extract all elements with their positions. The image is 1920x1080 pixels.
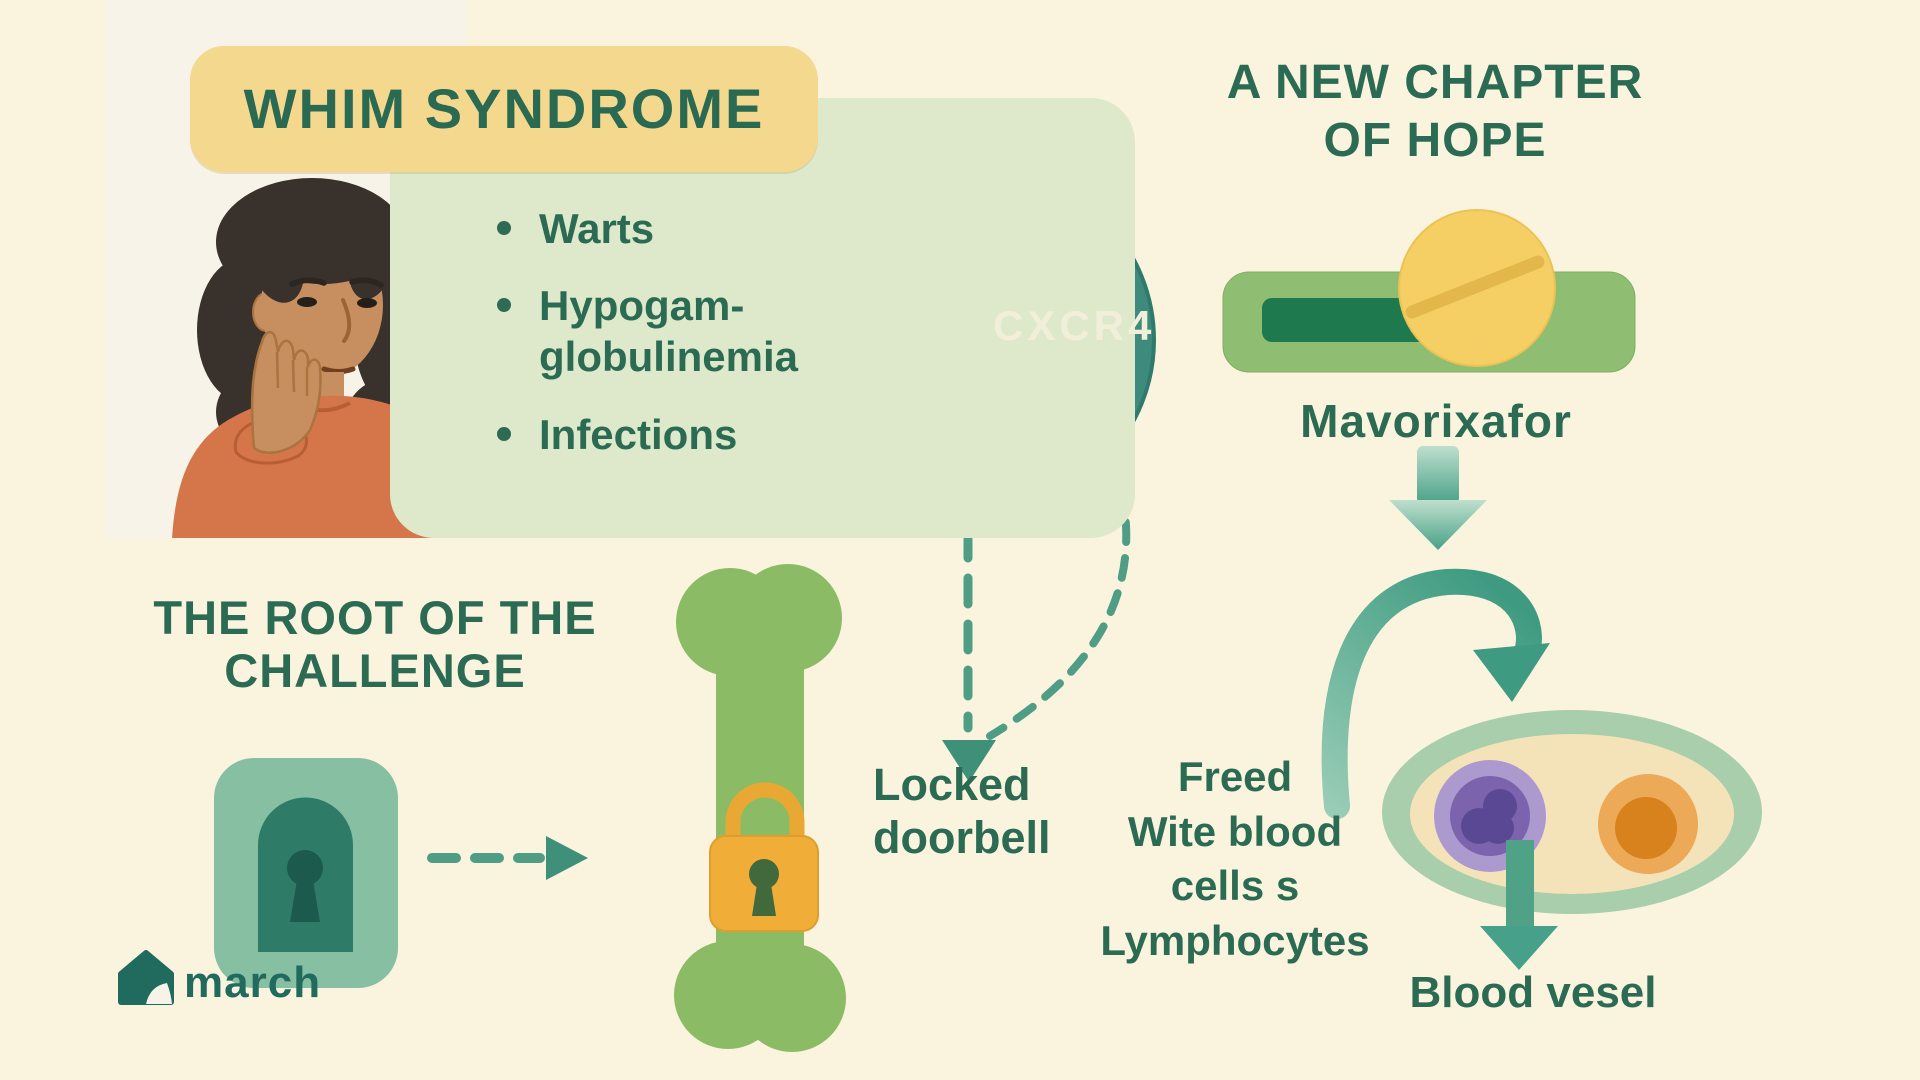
hair-front: [244, 188, 400, 303]
page-title: WHIM SYNDROME: [243, 77, 765, 140]
keyhole-door-icon: [214, 758, 398, 988]
dashed-arrow-keyhole-to-bone-icon: [427, 836, 588, 880]
padlock-icon: [709, 782, 819, 932]
symptom-infections: Infections: [539, 410, 738, 458]
bullet-dot: [497, 426, 511, 441]
down-arrow-icon: [1389, 446, 1487, 550]
pill-icon: [1222, 209, 1636, 373]
down-arrowhead: [942, 740, 996, 782]
symptom-hypogammaglobulinemia: Hypogam- globulinemia: [539, 282, 799, 381]
curved-arrow-icon: [1321, 568, 1550, 819]
bullet-dot: [497, 298, 511, 313]
blood-vessel-icon: [1382, 710, 1762, 914]
nose: [341, 298, 352, 343]
drug-name-label: Mavorixafor: [1300, 395, 1572, 447]
symptom-list: Warts Hypogam- globulinemia Infections: [497, 203, 798, 486]
eyebrows: [289, 277, 384, 288]
hand: [250, 330, 322, 454]
root-of-challenge-heading: THE ROOT OF THE CHALLENGE: [153, 591, 597, 697]
finger-lines: [275, 351, 309, 396]
list-item: Infections: [497, 409, 798, 460]
symptom-warts: Warts: [539, 205, 655, 252]
bone-icon: [674, 564, 846, 1052]
house-icon: [118, 950, 174, 1005]
bullet-dot: [497, 221, 511, 235]
locked-doorbell-label: Locked doorbell: [873, 759, 1051, 864]
list-item: Warts: [497, 203, 798, 254]
eyes: [297, 297, 377, 308]
blood-vessel-label: Blood vesel: [1409, 968, 1657, 1017]
woman-illustration: [172, 178, 460, 538]
list-item: Hypogam- globulinemia: [497, 280, 798, 382]
new-chapter-heading: A NEW CHAPTER OF HOPE: [1226, 56, 1644, 167]
title-banner: WHIM SYNDROME: [190, 46, 818, 172]
freed-cells-label: Freed Wite blood cells s Lymphocytes: [1100, 753, 1370, 964]
mouth: [321, 366, 356, 374]
logo-wordmark: march: [184, 958, 322, 1007]
vessel-down-arrow-icon: [1480, 840, 1558, 970]
orange-cell-icon: [1598, 774, 1698, 874]
gene-label: CXCR4: [993, 302, 1156, 349]
